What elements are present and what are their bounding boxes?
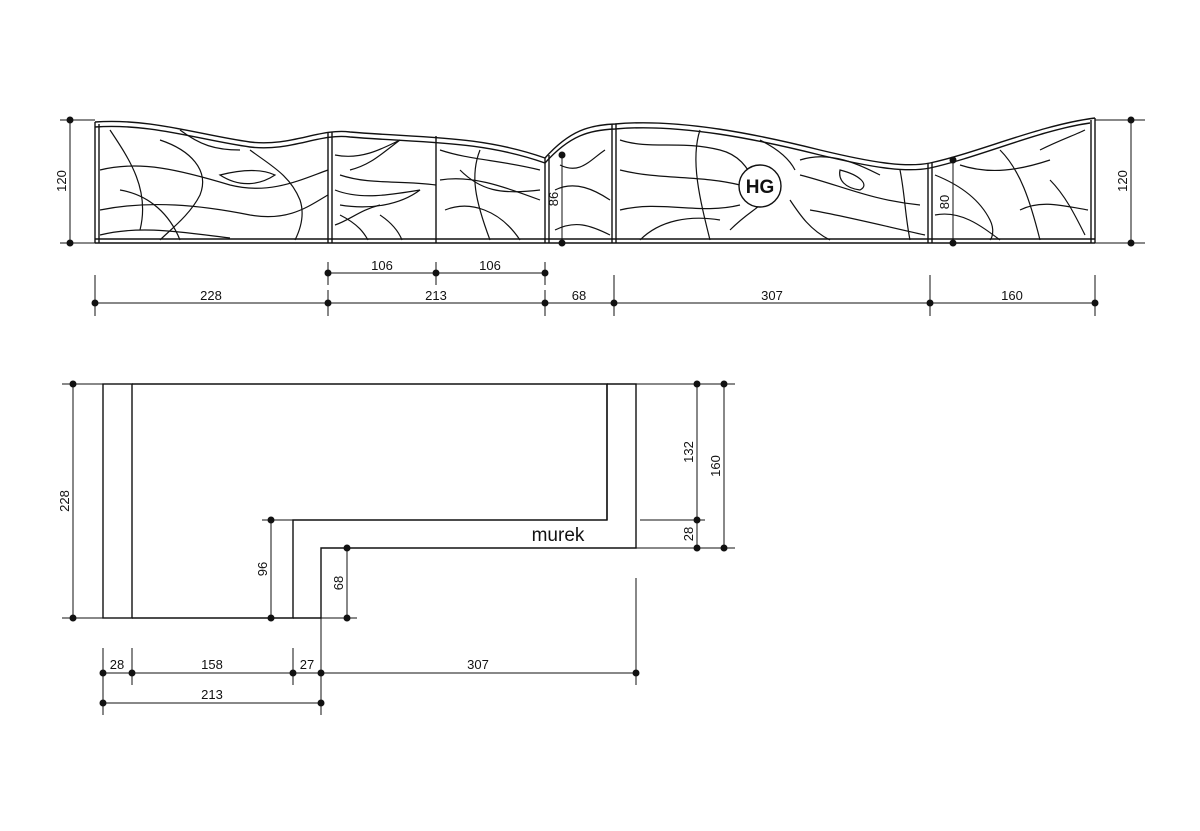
dim-height-right: 120: [1115, 170, 1130, 192]
dim-plan-step: 68: [331, 576, 346, 590]
dim-plan-bottom-1: 28: [110, 657, 124, 672]
dim-plan-right-2: 28: [681, 527, 696, 541]
dim-plan-bottom-2: 158: [201, 657, 223, 672]
dim-plan-right-1: 132: [681, 441, 696, 463]
dim-bottom-3: 68: [572, 288, 586, 303]
logo-text: HG: [746, 177, 775, 198]
dim-top-2: 106: [479, 258, 501, 273]
dim-bottom-4: 307: [761, 288, 783, 303]
dim-plan-inner: 96: [255, 562, 270, 576]
dim-bottom-5: 160: [1001, 288, 1023, 303]
dim-top-1: 106: [371, 258, 393, 273]
logo-circle: [738, 164, 782, 208]
wall-label: murek: [532, 525, 585, 546]
dim-height-left: 120: [54, 170, 69, 192]
left-post: [102, 383, 133, 619]
dim-inner-height-2: 80: [937, 195, 952, 209]
wall-plan: murek 228 96 68 132 28: [57, 380, 735, 715]
fence-elevation: HG 120 120 86 80 106 106: [54, 116, 1145, 316]
dim-bottom-2: 213: [425, 288, 447, 303]
dim-plan-right-total: 160: [708, 455, 723, 477]
dim-plan-left: 228: [57, 490, 72, 512]
dim-plan-bottom-3: 27: [300, 657, 314, 672]
dim-plan-bottom-total: 213: [201, 687, 223, 702]
dim-plan-bottom-4: 307: [467, 657, 489, 672]
dim-bottom-1: 228: [200, 288, 222, 303]
dim-inner-height-1: 86: [546, 192, 561, 206]
